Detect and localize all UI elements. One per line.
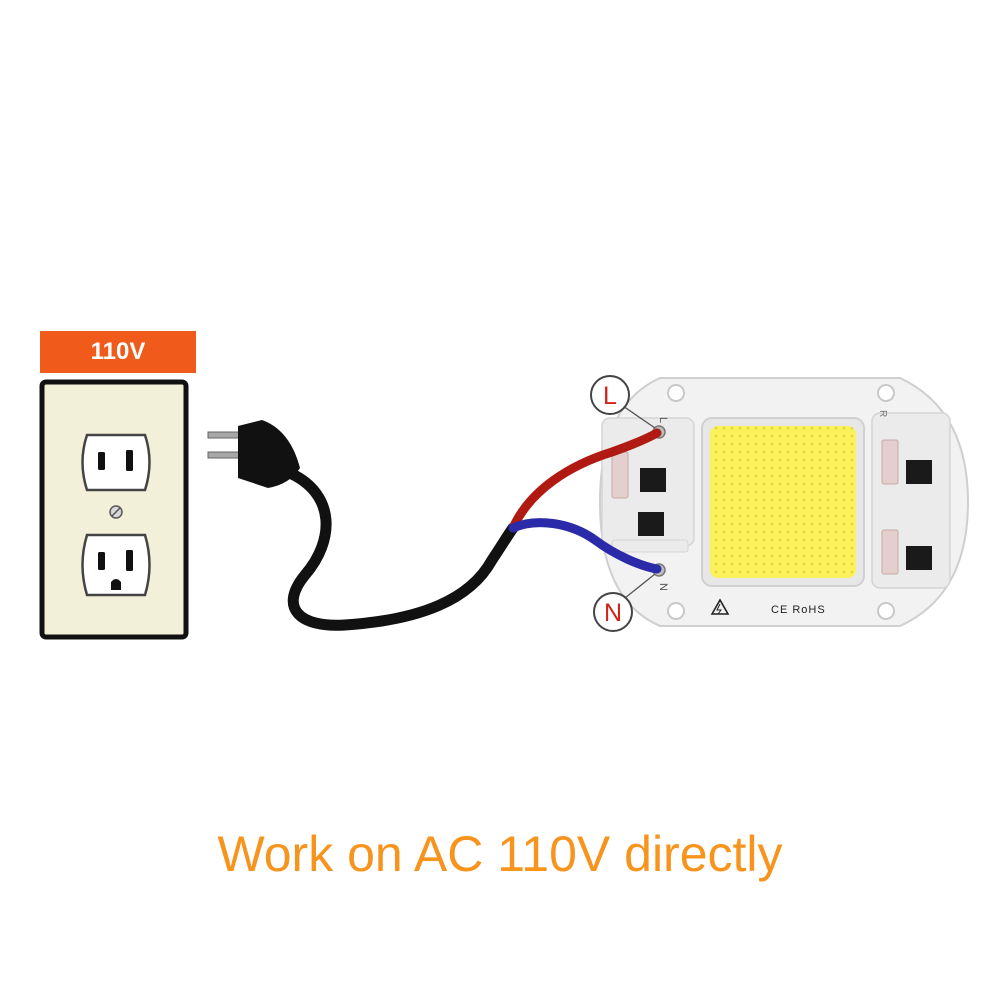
mount-hole-top-right bbox=[877, 384, 895, 402]
mount-hole-bottom-left bbox=[667, 602, 685, 620]
lower-receptacle bbox=[81, 533, 151, 597]
mount-hole-bottom-right bbox=[877, 602, 895, 620]
right-chip-upper bbox=[906, 460, 932, 484]
led-chip-array bbox=[710, 426, 856, 578]
wall-outlet bbox=[39, 379, 189, 640]
voltage-label: 110V bbox=[90, 338, 146, 365]
voltage-tag: 110V bbox=[40, 331, 196, 373]
neutral-terminal-label: N bbox=[604, 599, 622, 627]
led-cob-module: L N R CE RoHS bbox=[598, 377, 970, 627]
outlet-screw-icon bbox=[109, 505, 123, 519]
pcb-mark-neutral: N bbox=[657, 583, 669, 591]
pcb-mark-live: L bbox=[657, 417, 669, 423]
caption: Work on AC 110V directly bbox=[217, 826, 783, 882]
certification-mark: CE RoHS bbox=[771, 604, 826, 616]
left-chip-upper bbox=[640, 468, 666, 492]
plug-prong-bottom bbox=[207, 451, 243, 459]
upper-slot-right bbox=[126, 450, 133, 471]
right-resistor-upper bbox=[881, 439, 899, 485]
left-chip-lower bbox=[638, 512, 664, 536]
power-plug bbox=[207, 420, 300, 488]
pcb-mark-corner: R bbox=[877, 410, 888, 417]
right-chip-lower bbox=[906, 546, 932, 570]
live-callout-line bbox=[619, 403, 656, 429]
live-terminal-label: L bbox=[603, 382, 617, 410]
upper-receptacle bbox=[81, 433, 151, 492]
warning-triangle-icon bbox=[710, 598, 730, 615]
black-cable bbox=[286, 468, 519, 631]
left-resistor bbox=[611, 451, 629, 499]
lower-slot-right bbox=[126, 550, 133, 571]
plug-prong-top bbox=[207, 431, 243, 439]
neutral-wire-blue bbox=[508, 518, 662, 574]
ground-hole-icon bbox=[111, 579, 121, 590]
upper-slot-left bbox=[98, 452, 105, 470]
lower-slot-left bbox=[98, 552, 105, 570]
right-resistor-lower bbox=[881, 529, 899, 575]
plug-body bbox=[238, 420, 300, 488]
live-terminal-callout: L bbox=[590, 375, 630, 415]
neutral-terminal-callout: N bbox=[593, 592, 633, 632]
live-wire-red bbox=[508, 428, 662, 533]
mount-hole-top-left bbox=[667, 384, 685, 402]
